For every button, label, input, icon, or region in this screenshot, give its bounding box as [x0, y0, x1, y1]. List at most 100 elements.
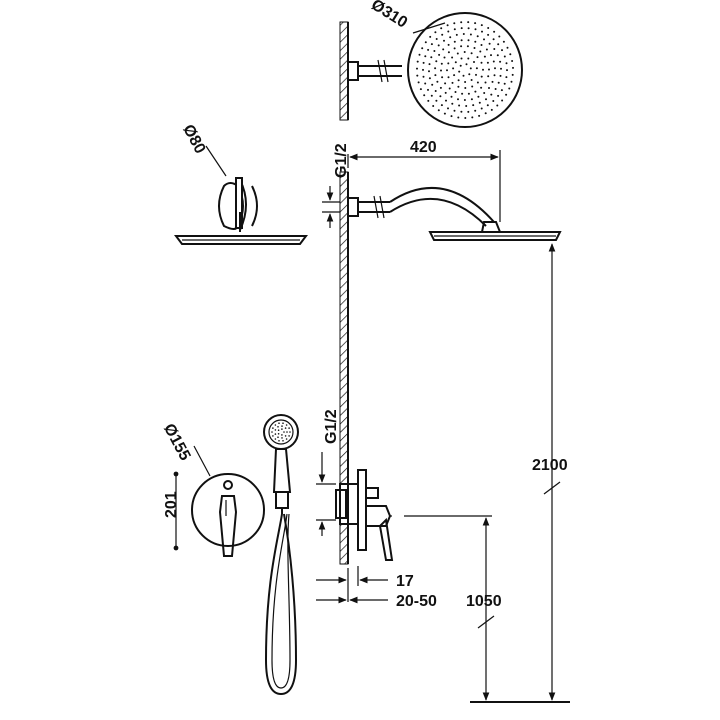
nozzle-dot [487, 75, 490, 78]
nozzle-dot [487, 33, 490, 36]
nozzle-dot [466, 45, 469, 48]
nozzle-dot [450, 115, 453, 118]
nozzle-dot [487, 27, 490, 29]
nozzle-dot [467, 57, 470, 60]
nozzle-dot [492, 60, 495, 63]
hand-nozzle-dot [289, 431, 291, 433]
hand-nozzle-dot [272, 435, 274, 437]
nozzle-dot [467, 27, 470, 30]
nozzle-dot [482, 68, 484, 71]
nozzle-dot [437, 44, 440, 47]
nozzle-dot [457, 79, 460, 82]
nozzle-dot [488, 68, 490, 71]
nozzle-dot [462, 74, 465, 77]
nozzle-dot [479, 50, 482, 53]
hand-nozzle-dot [277, 433, 280, 435]
nozzle-dot [483, 92, 486, 94]
nozzle-dot [484, 81, 487, 84]
nozzle-dot [480, 86, 483, 89]
nozzle-dot [421, 47, 424, 50]
nozzle-dot [451, 56, 454, 59]
nozzle-dot [480, 24, 483, 27]
hand-nozzle-dot [285, 438, 288, 440]
nozzle-dot [481, 30, 483, 33]
nozzle-dot [460, 27, 463, 30]
nozzle-dot [439, 86, 442, 89]
nozzle-dot [474, 28, 477, 31]
nozzle-dot [447, 30, 450, 33]
nozzle-dot [494, 88, 497, 90]
plate-diameter-label: Ø155 [160, 421, 193, 464]
nozzle-dot [497, 81, 500, 84]
nozzle-dot [440, 69, 442, 72]
mixer-thread-label: G1/2 [323, 409, 340, 444]
nozzle-dot [440, 62, 443, 65]
nozzle-dot [480, 44, 483, 46]
overhead-shower-side-view: Ø80 [174, 122, 308, 245]
nozzle-dot [445, 99, 447, 102]
hand-nozzle-dot [274, 429, 277, 431]
hand-nozzle-dot [284, 435, 287, 437]
nozzle-dot [474, 40, 477, 43]
nozzle-dot [475, 73, 477, 76]
hand-nozzle-dot [272, 427, 274, 429]
mixer-thread-dimension: G1/2 [316, 409, 340, 536]
nozzle-dot [434, 90, 437, 92]
shower-arm [347, 186, 502, 233]
nozzle-dot [471, 116, 474, 119]
hand-nozzle-dot [288, 435, 290, 437]
nozzle-dot [450, 95, 453, 98]
nozzle-dot [460, 57, 463, 60]
nozzle-dot [430, 56, 433, 59]
nozzle-dot [449, 36, 452, 39]
nozzle-dot [486, 61, 489, 64]
nozzle-dot [498, 35, 501, 38]
nozzle-dot [428, 63, 431, 66]
nozzle-dot [499, 60, 502, 63]
hand-nozzle-dot [274, 433, 277, 435]
nozzle-dot [491, 80, 494, 83]
nozzle-dot [478, 114, 481, 117]
nozzle-dot [499, 74, 502, 77]
nozzle-dot [464, 87, 467, 89]
nozzle-dot [505, 76, 508, 79]
nozzle-dot [454, 61, 457, 64]
nozzle-dot [430, 43, 433, 46]
nozzle-dot [501, 49, 503, 52]
hand-nozzle-dot [282, 440, 284, 442]
nozzle-dot [446, 69, 448, 72]
arm-length-dimension: 420 [347, 139, 501, 222]
nozzle-dot [469, 67, 472, 70]
nozzle-dot [443, 56, 446, 59]
nozzle-dot [493, 74, 496, 77]
hand-nozzle-dot [284, 427, 287, 429]
nozzle-dot [503, 82, 506, 85]
nozzle-dot [485, 98, 487, 101]
nozzle-dot [441, 76, 444, 79]
nozzle-dot [512, 66, 514, 69]
nozzle-dot [497, 43, 500, 46]
nozzle-pattern [416, 21, 514, 119]
nozzle-dot [510, 80, 513, 83]
nozzle-dot [460, 110, 463, 113]
nozzle-dot [453, 28, 456, 31]
nozzle-dot [440, 104, 443, 107]
hand-nozzle-dot [278, 422, 280, 425]
nozzle-dot [459, 64, 462, 67]
nozzle-dot [447, 62, 450, 65]
nozzle-dot [503, 55, 506, 58]
nozzle-dot [435, 99, 438, 102]
nozzle-dot [470, 98, 473, 101]
nozzle-dot [501, 99, 504, 102]
plate-height-dimension: 201 [163, 471, 180, 551]
nozzle-dot [474, 22, 477, 25]
nozzle-dot [465, 105, 468, 107]
nozzle-dot [463, 51, 466, 53]
nozzle-dot [490, 54, 492, 57]
hand-nozzle-dot [277, 429, 280, 432]
nozzle-dot [428, 77, 431, 80]
hand-nozzle-dot [286, 431, 288, 433]
nozzle-dot [488, 42, 491, 45]
overhead-shower-top-view: Ø310 [339, 0, 523, 128]
